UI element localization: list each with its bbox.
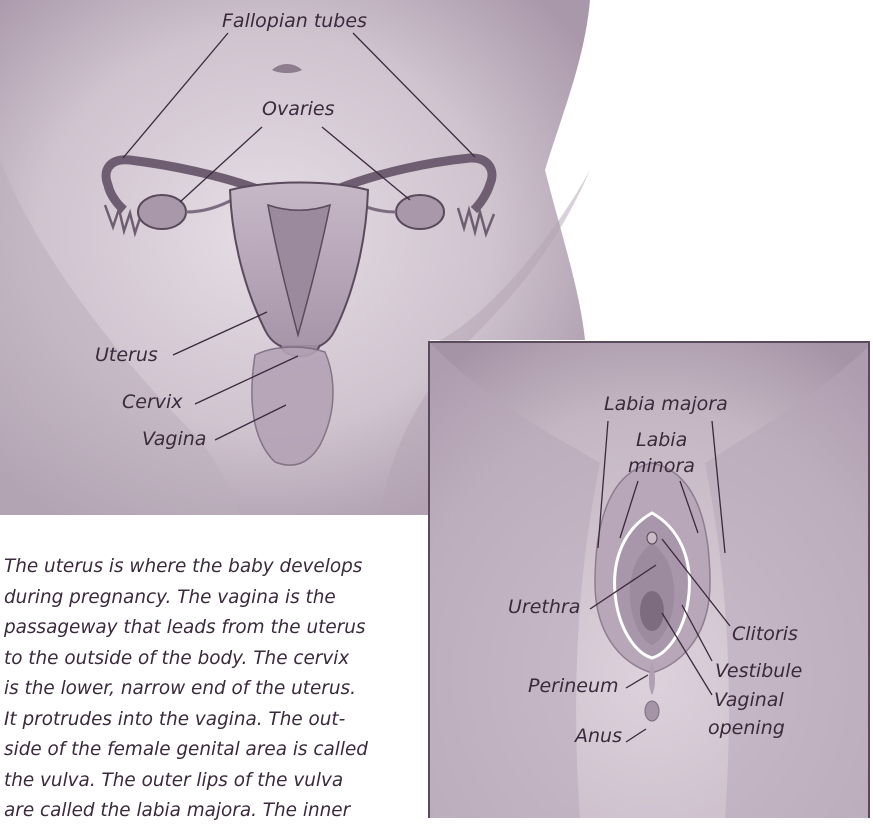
left-ovary bbox=[138, 195, 186, 229]
label-clitoris: Clitoris bbox=[732, 625, 798, 644]
label-vestibule: Vestibule bbox=[715, 662, 802, 681]
caption-line: side of the female genital area is calle… bbox=[4, 735, 424, 766]
caption-line: are called the labia majora. The inner bbox=[4, 796, 424, 827]
label-labia-minora-2: minora bbox=[628, 457, 695, 476]
caption-line: The uterus is where the baby develops bbox=[4, 552, 424, 583]
anus bbox=[645, 701, 659, 721]
clitoris bbox=[647, 532, 657, 544]
label-uterus: Uterus bbox=[95, 346, 158, 365]
label-vaginal-opening-2: opening bbox=[708, 719, 785, 738]
vulva-inset: Labia majora Labia minora Urethra Clitor… bbox=[428, 341, 870, 818]
label-fallopian-tubes: Fallopian tubes bbox=[222, 12, 367, 31]
label-vagina: Vagina bbox=[142, 430, 206, 449]
caption: The uterus is where the baby develops du… bbox=[4, 552, 424, 827]
label-urethra: Urethra bbox=[508, 598, 580, 617]
caption-line: It protrudes into the vagina. The out- bbox=[4, 705, 424, 736]
label-labia-majora: Labia majora bbox=[604, 395, 728, 414]
vaginal-opening bbox=[640, 591, 664, 631]
caption-line: during pregnancy. The vagina is the bbox=[4, 583, 424, 614]
label-cervix: Cervix bbox=[122, 393, 183, 412]
label-labia-minora-1: Labia bbox=[636, 431, 687, 450]
caption-line: to the outside of the body. The cervix bbox=[4, 644, 424, 675]
label-vaginal-opening-1: Vaginal bbox=[714, 691, 784, 710]
caption-line: the vulva. The outer lips of the vulva bbox=[4, 766, 424, 797]
label-perineum: Perineum bbox=[528, 677, 619, 696]
caption-line: is the lower, narrow end of the uterus. bbox=[4, 674, 424, 705]
label-ovaries: Ovaries bbox=[262, 100, 335, 119]
caption-line: passageway that leads from the uterus bbox=[4, 613, 424, 644]
right-ovary bbox=[396, 195, 444, 229]
label-anus: Anus bbox=[575, 727, 622, 746]
